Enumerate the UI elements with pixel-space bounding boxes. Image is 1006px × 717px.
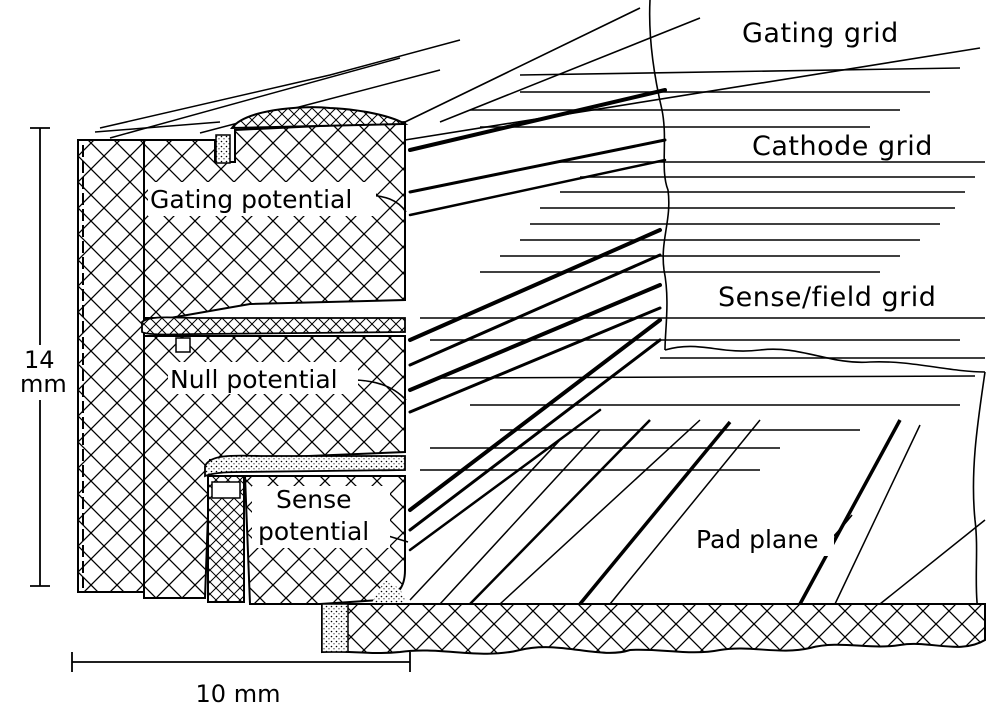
gating-potential-label: Gating potential <box>150 185 352 214</box>
gating-grid-label: Gating grid <box>742 18 899 49</box>
sense-potential-label-line2: potential <box>258 517 369 546</box>
sense-field-grid-wires <box>420 317 985 471</box>
gating-label-bg <box>148 182 376 216</box>
null-potential-ledge <box>141 316 406 336</box>
pad-plane-base <box>321 603 986 655</box>
outer-frame-wall <box>77 139 145 593</box>
pad-plane-strips <box>409 419 986 606</box>
null-clip <box>175 337 191 353</box>
label-leaders <box>351 194 853 543</box>
height-unit: mm <box>20 370 67 398</box>
torn-edges <box>648 0 986 641</box>
sense-dot-fill <box>370 580 405 606</box>
diagonal-field-wires <box>408 88 667 552</box>
sense-potential-label-line1: Sense <box>276 485 352 514</box>
width-dimension <box>71 652 411 672</box>
width-label: 10 mm <box>196 680 281 708</box>
null-potential-label: Null potential <box>170 365 338 394</box>
sense-potential-strip <box>204 454 406 478</box>
pad-label-bg <box>694 522 834 556</box>
gating-cap <box>230 106 409 130</box>
sense-field-grid-label: Sense/field grid <box>718 282 936 313</box>
sense-inner-gap <box>211 481 241 499</box>
gating-potential-block <box>143 120 406 319</box>
pad-plane-glue <box>321 603 349 653</box>
cathode-grid-label: Cathode grid <box>752 131 933 162</box>
pad-plane-label: Pad plane <box>696 525 818 554</box>
cathode-grid-wires <box>480 161 985 273</box>
gating-clip <box>215 134 231 164</box>
sense-label-bg <box>252 486 390 548</box>
height-dimension-gap <box>22 345 62 400</box>
null-label-bg <box>168 362 358 394</box>
height-value: 14 <box>24 346 55 374</box>
gating-grid-wires <box>404 7 981 141</box>
